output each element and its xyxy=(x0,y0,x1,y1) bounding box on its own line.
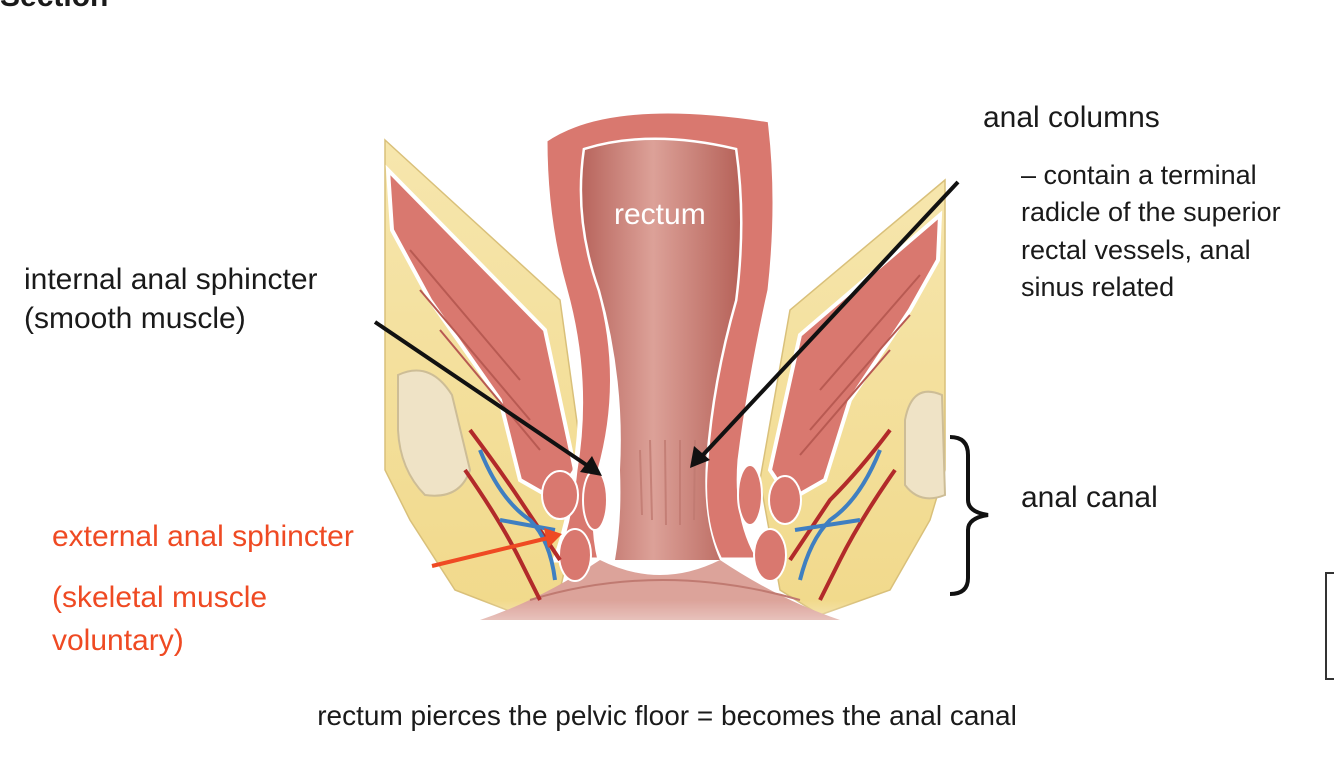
anal-columns-note-line2: radicle of the superior xyxy=(1021,194,1281,231)
anal-columns-label: anal columns xyxy=(983,98,1160,137)
anal-columns-note-line3: rectal vessels, anal xyxy=(1021,232,1281,269)
external-sphincter-label: external anal sphincter xyxy=(52,517,354,556)
internal-sphincter-line2: (smooth muscle) xyxy=(24,299,318,338)
anal-canal-label: anal canal xyxy=(1021,478,1158,517)
external-sphincter-note-line1: (skeletal muscle xyxy=(52,577,267,620)
slide-caption: rectum pierces the pelvic floor = become… xyxy=(0,700,1334,732)
right-ischium-bone xyxy=(905,392,945,499)
rectum-label: rectum xyxy=(614,198,706,232)
anal-canal-brace xyxy=(950,437,988,594)
anal-columns-note-line4: sinus related xyxy=(1021,269,1281,306)
internal-sphincter-line1: internal anal sphincter xyxy=(24,260,318,299)
cut-off-frame xyxy=(1325,572,1334,680)
anal-columns-note-line1: – contain a terminal xyxy=(1021,157,1281,194)
internal-sphincter-label: internal anal sphincter (smooth muscle) xyxy=(24,260,318,338)
external-sphincter-note: (skeletal muscle voluntary) xyxy=(52,577,267,662)
external-sphincter-note-line2: voluntary) xyxy=(52,620,267,663)
anal-columns-note: – contain a terminal radicle of the supe… xyxy=(1021,157,1281,306)
